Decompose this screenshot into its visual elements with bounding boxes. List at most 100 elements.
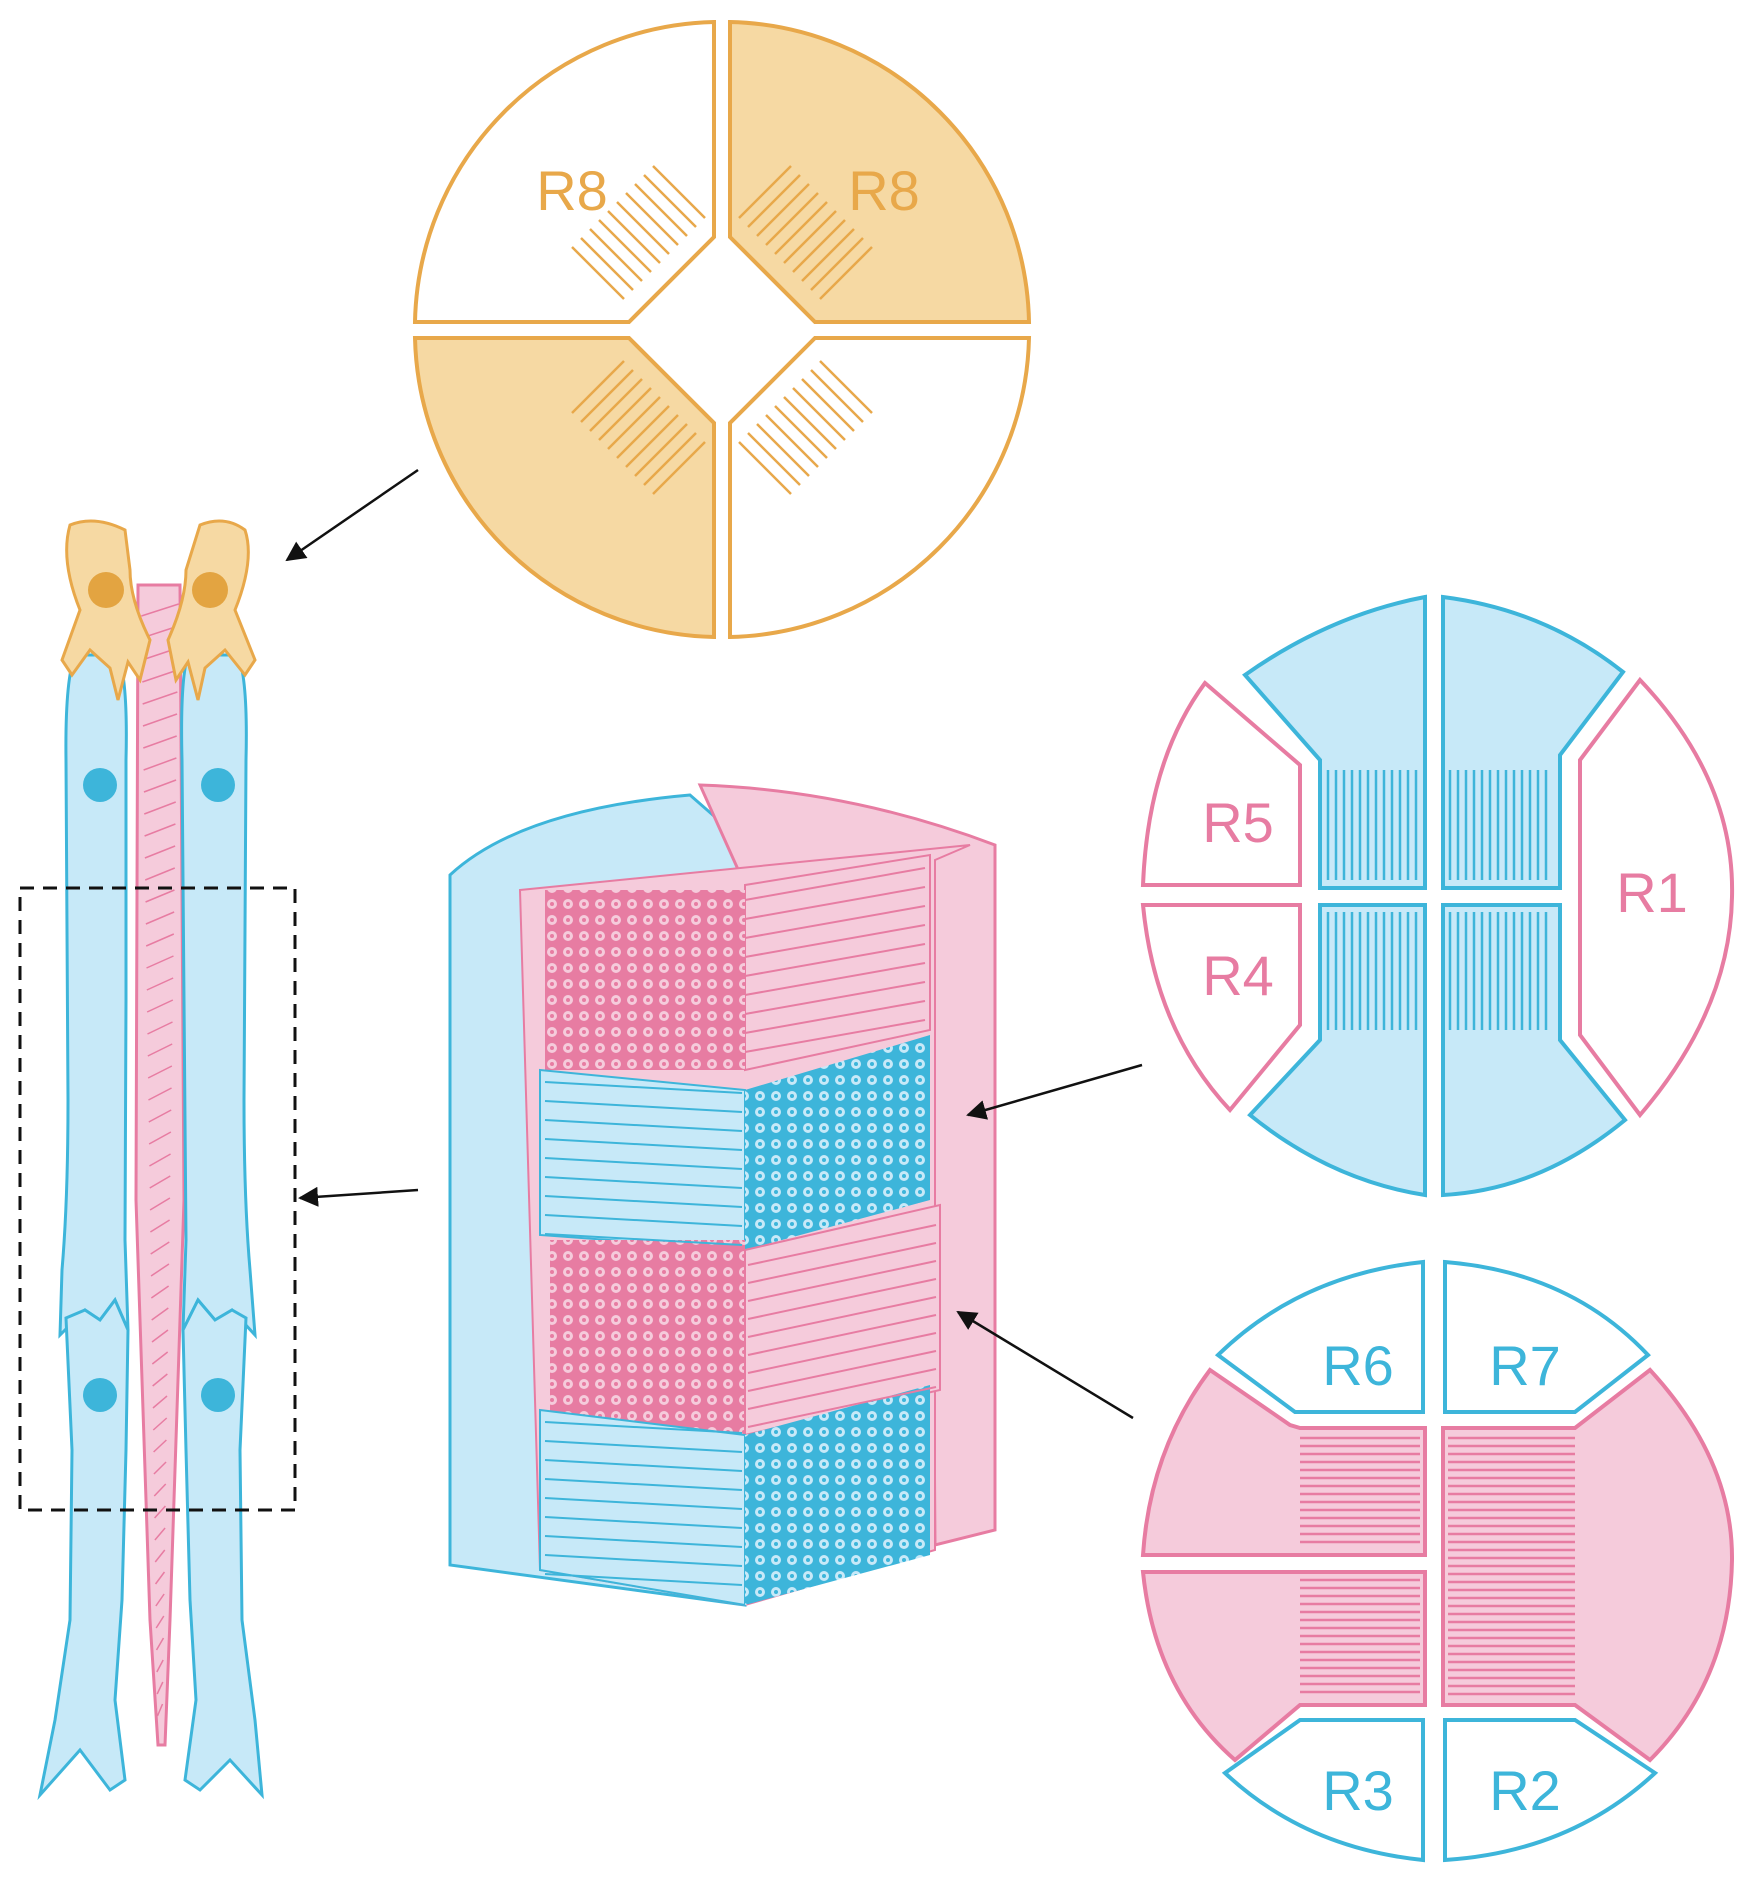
hatch-line	[156, 1703, 164, 1717]
r8-quadrant-bottom-right	[728, 336, 1032, 640]
blue-microvilli	[1326, 770, 1548, 1030]
cell-r5	[1140, 680, 1302, 887]
hatch-line	[147, 1065, 173, 1079]
hatch-line	[744, 867, 926, 901]
cell-r6	[1214, 1259, 1425, 1414]
hatch-line	[142, 669, 178, 683]
hatch-line	[155, 1593, 165, 1607]
hatch-line	[544, 1119, 743, 1132]
hatch-line	[783, 396, 837, 450]
hatch-line	[747, 1296, 937, 1338]
hatch-line	[153, 1483, 167, 1497]
hatch-line	[625, 414, 679, 468]
hatch-line	[147, 1021, 173, 1035]
central-rhabdomere	[134, 583, 186, 1747]
hatch-line	[155, 1637, 165, 1651]
layer4-blue-dots	[745, 1385, 930, 1605]
blue-cell-top-left	[1242, 594, 1427, 890]
hatch-line	[810, 237, 864, 291]
hatch-line	[756, 183, 810, 237]
hatch-line	[747, 1368, 937, 1410]
hatch-line	[154, 1505, 166, 1519]
layer1-pink-dots	[545, 890, 745, 1070]
hatch-line	[643, 432, 697, 486]
hatch-line	[142, 691, 178, 705]
hatch-line	[544, 1100, 743, 1113]
nucleus-left-upper	[83, 768, 117, 802]
hatch-line	[156, 1681, 164, 1695]
hatch-line	[616, 201, 670, 255]
label-r3: R3	[1322, 1759, 1394, 1822]
hatch-line	[544, 1157, 743, 1170]
hatch-line	[143, 779, 177, 793]
hatch-line	[544, 1459, 743, 1472]
hatch-line	[144, 823, 176, 837]
hatch-line	[154, 1549, 166, 1563]
hatch-line	[148, 1131, 172, 1145]
hatch-line	[744, 962, 926, 996]
ommatidium-side-view	[18, 519, 297, 1801]
r2-r3-r6-r7-cross-section: R6 R7 R3 R2	[1140, 1259, 1735, 1863]
hatch-line	[774, 201, 828, 255]
hatch-line	[774, 405, 828, 459]
hatch-line	[544, 1535, 743, 1548]
label-r6: R6	[1322, 1334, 1394, 1397]
hatch-line	[747, 1386, 937, 1428]
hatch-line	[738, 441, 792, 495]
hatch-line	[765, 414, 819, 468]
hatch-line	[149, 1153, 171, 1167]
blue-cell-bottom-right	[1441, 903, 1628, 1198]
label-r8-right: R8	[848, 159, 920, 222]
hatch-line	[150, 1285, 170, 1299]
hatch-line	[607, 396, 661, 450]
nucleus-right-upper	[201, 768, 235, 802]
hatch-line	[801, 228, 855, 282]
hatch-line	[744, 905, 926, 939]
cell-r1	[1578, 676, 1735, 1119]
hatch-line	[598, 387, 652, 441]
hatch-line	[544, 1440, 743, 1453]
arrow-r1-section-to-block	[966, 1063, 1143, 1120]
hatch-line	[744, 981, 926, 1015]
hatch-line	[747, 1314, 937, 1356]
hatch-line	[146, 977, 174, 991]
hatch-line	[544, 1138, 743, 1151]
hatch-line	[151, 1307, 169, 1321]
hatch-line	[744, 1000, 926, 1034]
r8-microvilli	[571, 165, 873, 495]
hatch-line	[652, 165, 706, 219]
hatch-line	[544, 1195, 743, 1208]
label-r8-left: R8	[536, 159, 608, 222]
hatch-line	[747, 174, 801, 228]
blue-cell-top-right	[1441, 594, 1626, 890]
hatch-line	[747, 1278, 937, 1320]
hatch-line	[580, 369, 634, 423]
hatch-line	[544, 1497, 743, 1510]
hatch-line	[145, 911, 175, 925]
hatch-line	[544, 1554, 743, 1567]
hatch-line	[154, 1527, 166, 1541]
hatch-line	[155, 1615, 165, 1629]
hatch-line	[145, 889, 175, 903]
hatch-line	[149, 1175, 171, 1189]
arrows	[285, 468, 1143, 1420]
label-r4: R4	[1202, 944, 1274, 1007]
hatch-line	[150, 1241, 170, 1255]
nucleus-right-lower	[201, 1378, 235, 1412]
left-blue-cell-lower	[37, 1297, 130, 1801]
nucleus-left-lower	[83, 1378, 117, 1412]
hatch-line	[544, 1176, 743, 1189]
hatch-line	[801, 378, 855, 432]
hatch-line	[744, 943, 926, 977]
hatch-line	[152, 1417, 168, 1431]
cell-r7	[1443, 1259, 1651, 1414]
arrow-r8-to-cap	[285, 468, 419, 562]
hatch-line	[151, 1329, 169, 1343]
hatch-line	[810, 369, 864, 423]
cell-r4	[1140, 903, 1302, 1114]
hatch-line	[765, 192, 819, 246]
label-r2: R2	[1489, 1759, 1561, 1822]
hatch-line	[152, 1373, 168, 1387]
label-r5: R5	[1202, 791, 1274, 854]
